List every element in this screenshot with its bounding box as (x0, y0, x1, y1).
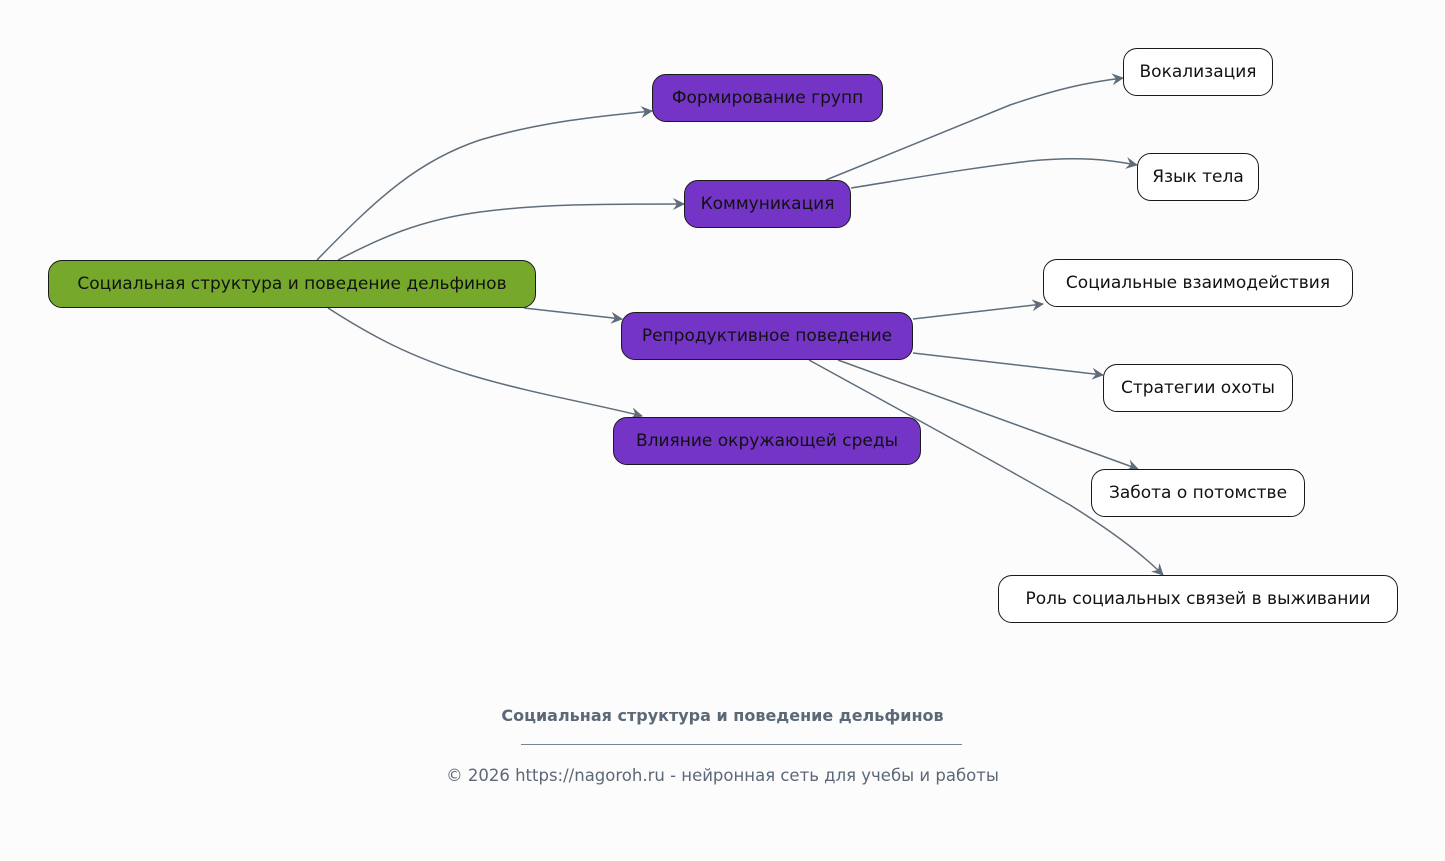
node-label: Репродуктивное поведение (641, 326, 893, 346)
node-offspring-care[interactable]: Забота о потомстве (1091, 469, 1305, 517)
node-label: Социальные взаимодействия (1065, 273, 1331, 293)
edge-root-env (327, 307, 643, 420)
edge-repro-bonds (808, 359, 1164, 576)
node-label: Вокализация (1139, 62, 1257, 82)
node-root[interactable]: Социальная структура и поведение дельфин… (48, 260, 536, 308)
node-label: Влияние окружающей среды (635, 431, 899, 451)
footer-title: Социальная структура и поведение дельфин… (501, 706, 944, 725)
edge-root-repro (523, 307, 623, 324)
edge-root-groups (316, 106, 653, 261)
node-reproductive-behavior[interactable]: Репродуктивное поведение (621, 312, 913, 360)
node-group-formation[interactable]: Формирование групп (652, 74, 883, 122)
edge-repro-hunt (912, 352, 1104, 380)
node-social-bonds-survival[interactable]: Роль социальных связей в выживании (998, 575, 1398, 623)
node-social-interactions[interactable]: Социальные взаимодействия (1043, 259, 1353, 307)
edge-comm-vocal (825, 73, 1124, 181)
edge-comm-body (850, 157, 1138, 189)
node-label: Стратегии охоты (1121, 378, 1275, 398)
node-label: Формирование групп (671, 88, 864, 108)
node-root-label: Социальная структура и поведение дельфин… (77, 274, 507, 294)
node-body-language[interactable]: Язык тела (1137, 153, 1259, 201)
node-communication[interactable]: Коммуникация (684, 180, 851, 228)
node-environment-influence[interactable]: Влияние окружающей среды (613, 417, 921, 465)
node-hunting-strategies[interactable]: Стратегии охоты (1103, 364, 1293, 412)
node-vocalization[interactable]: Вокализация (1123, 48, 1273, 96)
edge-repro-social (912, 299, 1044, 320)
footer-copyright: © 2026 https://nagoroh.ru - нейронная се… (446, 766, 999, 785)
node-label: Забота о потомстве (1108, 483, 1288, 503)
node-label: Коммуникация (700, 194, 835, 214)
edge-root-comm (337, 198, 685, 261)
node-label: Роль социальных связей в выживании (1025, 589, 1371, 609)
node-label: Язык тела (1152, 167, 1244, 187)
footer-divider (521, 744, 962, 745)
edge-repro-care (837, 359, 1139, 471)
